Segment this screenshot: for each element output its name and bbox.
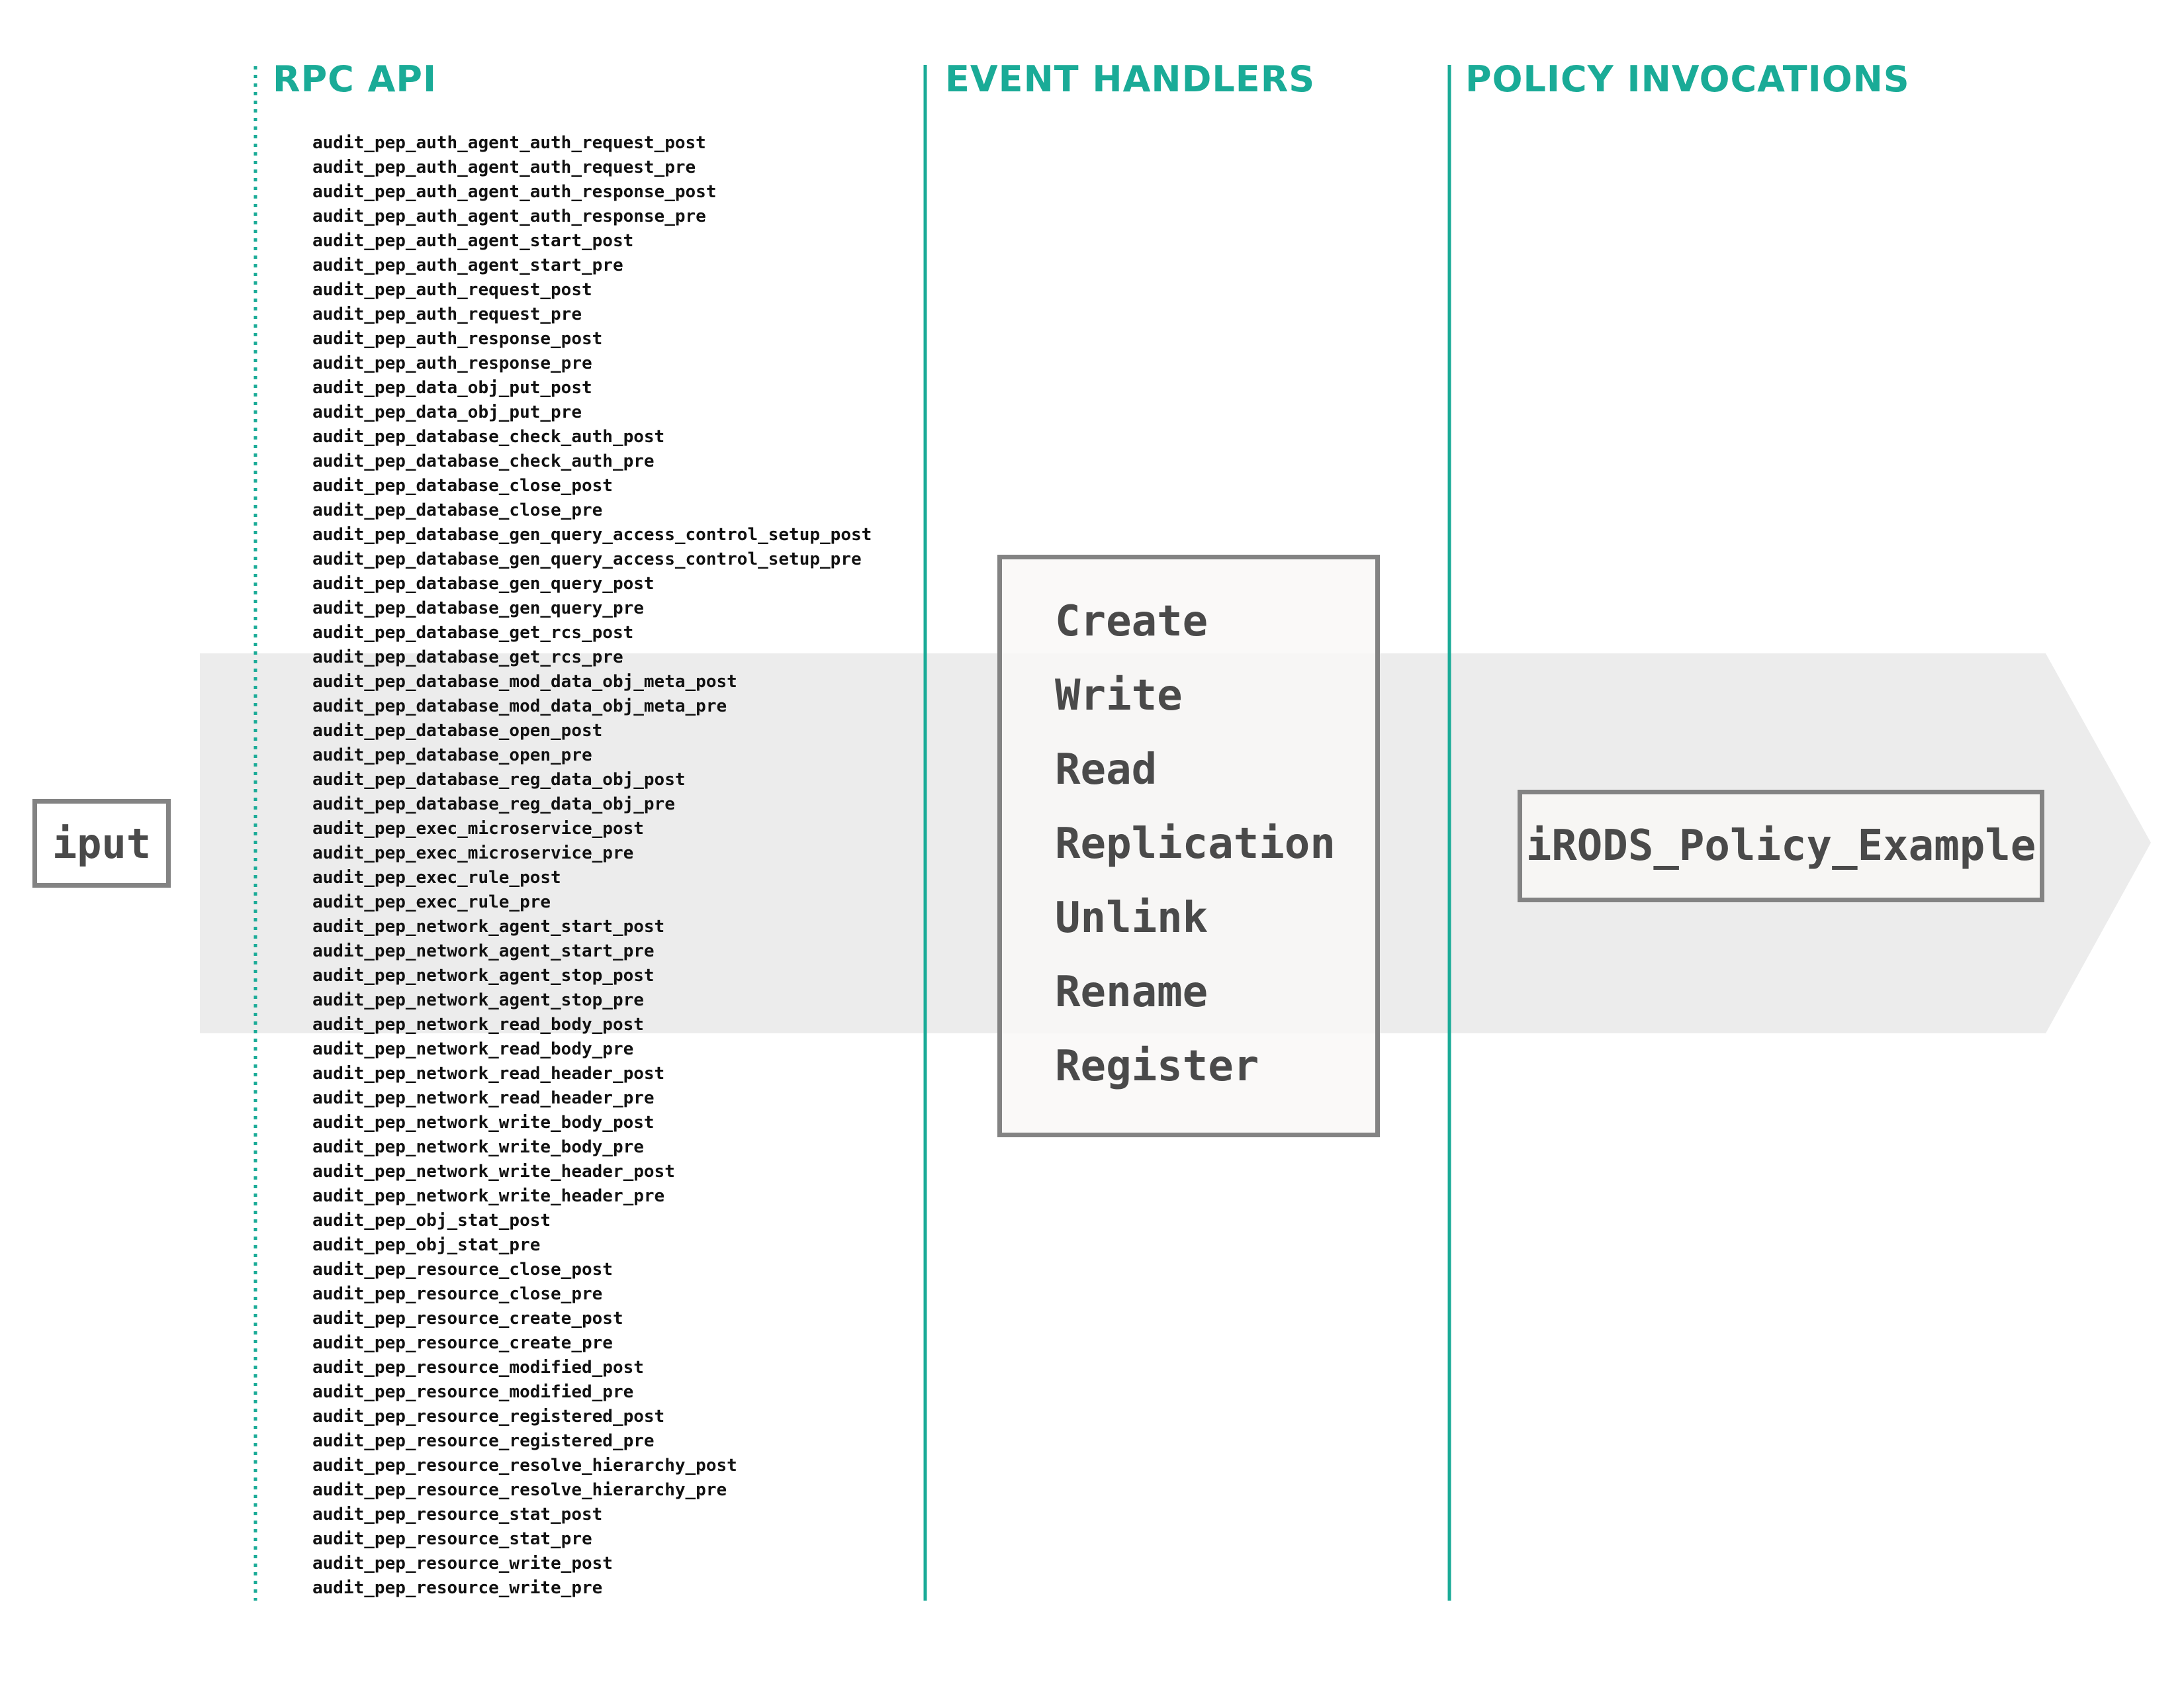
rpc-api-heading: RPC API	[273, 58, 437, 100]
event-handler-item: Read	[1055, 745, 1158, 794]
iput-label: iput	[52, 819, 152, 868]
rpc-api-pep-item: audit_pep_auth_agent_auth_response_post	[312, 182, 717, 202]
rpc-api-pep-item: audit_pep_auth_agent_auth_request_post	[312, 133, 706, 153]
event-handlers-heading: EVENT HANDLERS	[945, 58, 1316, 100]
rpc-api-pep-item: audit_pep_auth_agent_start_post	[312, 231, 634, 251]
rpc-api-pep-item: audit_pep_exec_rule_post	[312, 868, 561, 888]
rpc-api-pep-item: audit_pep_resource_stat_post	[312, 1505, 603, 1524]
rpc-api-pep-item: audit_pep_resource_stat_pre	[312, 1529, 592, 1549]
rpc-api-pep-item: audit_pep_resource_resolve_hierarchy_pos…	[312, 1456, 737, 1476]
rpc-api-pep-item: audit_pep_exec_microservice_post	[312, 819, 644, 839]
rpc-api-pep-item: audit_pep_resource_create_post	[312, 1309, 623, 1329]
rpc-api-pep-item: audit_pep_resource_write_post	[312, 1554, 613, 1573]
rpc-api-pep-item: audit_pep_exec_microservice_pre	[312, 843, 634, 863]
policy-label: iRODS_Policy_Example	[1525, 821, 2036, 870]
rpc-api-pep-item: audit_pep_database_gen_query_access_cont…	[312, 525, 872, 545]
policy-invocation-box: iRODS_Policy_Example	[1518, 790, 2044, 902]
event-handler-item: Replication	[1055, 820, 1336, 868]
event-handler-item: Register	[1055, 1042, 1259, 1091]
rpc-api-pep-item: audit_pep_resource_registered_pre	[312, 1431, 655, 1451]
rpc-api-pep-item: audit_pep_database_open_post	[312, 721, 603, 741]
rpc-api-pep-item: audit_pep_resource_close_pre	[312, 1284, 603, 1304]
rpc-api-pep-item: audit_pep_data_obj_put_post	[312, 378, 592, 398]
rpc-api-pep-item: audit_pep_database_open_pre	[312, 745, 592, 765]
rpc-api-pep-item: audit_pep_resource_modified_post	[312, 1358, 644, 1378]
event-handler-item: Unlink	[1055, 894, 1208, 943]
rpc-api-pep-item: audit_pep_network_write_body_pre	[312, 1137, 644, 1157]
rpc-api-pep-item: audit_pep_resource_modified_pre	[312, 1382, 634, 1402]
rpc-api-pep-item: audit_pep_auth_agent_start_pre	[312, 256, 623, 275]
rpc-api-pep-item: audit_pep_database_get_rcs_pre	[312, 647, 623, 667]
rpc-api-pep-item: audit_pep_auth_response_post	[312, 329, 603, 349]
rpc-api-pep-item: audit_pep_database_gen_query_pre	[312, 598, 644, 618]
rpc-api-pep-item: audit_pep_data_obj_put_pre	[312, 402, 582, 422]
rpc-api-pep-item: audit_pep_network_read_body_post	[312, 1015, 644, 1035]
rpc-api-pep-item: audit_pep_auth_response_pre	[312, 353, 592, 373]
rpc-api-pep-item: audit_pep_database_get_rcs_post	[312, 623, 634, 643]
rpc-api-pep-item: audit_pep_database_reg_data_obj_pre	[312, 794, 675, 814]
rpc-api-pep-item: audit_pep_network_write_header_pre	[312, 1186, 665, 1206]
rpc-api-pep-item: audit_pep_resource_write_pre	[312, 1578, 603, 1598]
event-handler-item: Rename	[1055, 968, 1208, 1017]
rpc-api-pep-item: audit_pep_auth_request_pre	[312, 305, 582, 324]
event-handler-item: Create	[1055, 597, 1208, 646]
rpc-api-pep-item: audit_pep_database_check_auth_post	[312, 427, 665, 447]
rpc-api-pep-item: audit_pep_obj_stat_post	[312, 1211, 551, 1231]
rpc-api-pep-item: audit_pep_network_write_body_post	[312, 1113, 655, 1133]
rpc-api-pep-item: audit_pep_network_agent_stop_post	[312, 966, 655, 986]
rpc-api-pep-item: audit_pep_obj_stat_pre	[312, 1235, 541, 1255]
rpc-api-pep-item: audit_pep_database_gen_query_post	[312, 574, 655, 594]
rpc-api-pep-item: audit_pep_database_reg_data_obj_post	[312, 770, 686, 790]
rpc-api-pep-item: audit_pep_database_gen_query_access_cont…	[312, 549, 862, 569]
rpc-api-pep-item: audit_pep_network_read_header_post	[312, 1064, 665, 1084]
iput-input-box: iput	[32, 799, 171, 888]
rpc-api-pep-item: audit_pep_resource_create_pre	[312, 1333, 613, 1353]
rpc-api-pep-item: audit_pep_network_write_header_post	[312, 1162, 675, 1182]
rpc-api-pep-item: audit_pep_auth_request_post	[312, 280, 592, 300]
rpc-api-pep-item: audit_pep_database_check_auth_pre	[312, 451, 655, 471]
policy-invocations-heading: POLICY INVOCATIONS	[1465, 58, 1910, 100]
rpc-api-pep-item: audit_pep_auth_agent_auth_request_pre	[312, 158, 696, 177]
rpc-api-pep-item: audit_pep_database_close_pre	[312, 500, 603, 520]
rpc-api-pep-item: audit_pep_resource_close_post	[312, 1260, 613, 1280]
rpc-api-pep-item: audit_pep_resource_registered_post	[312, 1407, 665, 1427]
rpc-api-pep-item: audit_pep_database_close_post	[312, 476, 613, 496]
rpc-api-pep-item: audit_pep_network_read_body_pre	[312, 1039, 634, 1059]
rpc-api-pep-item: audit_pep_exec_rule_pre	[312, 892, 551, 912]
rpc-api-pep-item: audit_pep_network_agent_stop_pre	[312, 990, 644, 1010]
rpc-api-pep-item: audit_pep_auth_agent_auth_response_pre	[312, 207, 706, 226]
rpc-api-pep-item: audit_pep_network_agent_start_post	[312, 917, 665, 937]
rpc-api-pep-item: audit_pep_network_agent_start_pre	[312, 941, 655, 961]
rpc-api-pep-item: audit_pep_network_read_header_pre	[312, 1088, 655, 1108]
rpc-api-pep-item: audit_pep_database_mod_data_obj_meta_pos…	[312, 672, 737, 692]
rpc-api-pep-item: audit_pep_resource_resolve_hierarchy_pre	[312, 1480, 727, 1500]
event-handler-item: Write	[1055, 671, 1183, 720]
rpc-api-pep-item: audit_pep_database_mod_data_obj_meta_pre	[312, 696, 727, 716]
